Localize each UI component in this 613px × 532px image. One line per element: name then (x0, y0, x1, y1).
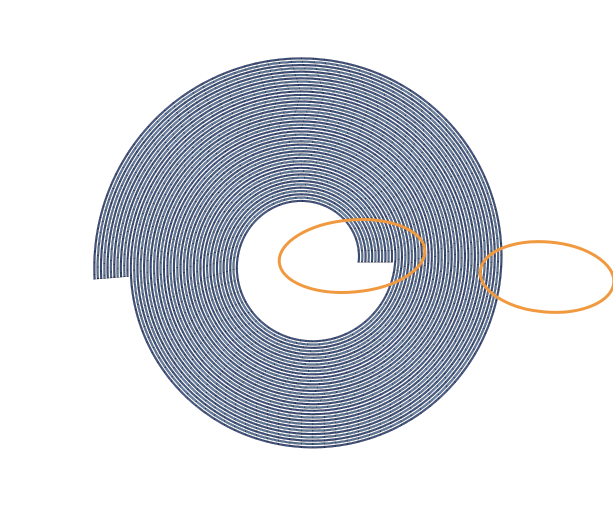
winding-layer-dark (99, 63, 497, 443)
mesh-ring-line (113, 78, 482, 428)
outer-winding-end-highlight (478, 240, 613, 314)
mesh-ring-line (94, 58, 502, 448)
layer-separator (92, 56, 504, 450)
mesh-ring-line (110, 74, 486, 431)
mesh-ring-line (97, 61, 499, 445)
layer-band (92, 56, 503, 449)
layer-separator (118, 82, 478, 424)
mesh-element-lines (96, 60, 500, 446)
winding-layer-dark (106, 70, 490, 436)
layer-band (99, 63, 497, 443)
mesh-element-lines (109, 74, 486, 432)
layer-separator (121, 86, 474, 420)
winding-layer-dark (92, 56, 503, 449)
mesh-element-lines (113, 77, 483, 429)
mesh-element-lines (119, 83, 476, 422)
layer-band (119, 83, 477, 423)
inner-winding-end-highlight (277, 218, 427, 294)
layer-separator (125, 89, 471, 417)
mesh-ring-line (120, 84, 476, 422)
layer-separator (108, 72, 488, 433)
winding-layer-dark (119, 83, 477, 423)
mesh-ring-line (107, 71, 489, 435)
spiral-mesh-layers (92, 56, 504, 450)
layer-separator (111, 76, 484, 430)
layer-separator (115, 79, 481, 427)
mesh-element-lines (126, 90, 470, 416)
layer-separator (102, 66, 494, 440)
highlight-group (277, 218, 613, 314)
mesh-element-lines (93, 57, 503, 449)
mesh-ring-line (123, 88, 472, 418)
mesh-element-lines (123, 87, 473, 419)
mesh-element-lines (99, 64, 496, 442)
mesh-ring-line (104, 68, 492, 438)
mesh-element-lines (106, 70, 490, 436)
layer-separator (95, 59, 501, 447)
mesh-ring-line (127, 91, 469, 415)
mesh-ring-line (100, 64, 496, 441)
layer-band (106, 70, 490, 436)
mesh-element-lines (116, 80, 480, 426)
mesh-element-lines (103, 67, 493, 439)
layer-separator (105, 69, 491, 437)
winding-layer-dark (112, 76, 483, 429)
layer-separator (98, 62, 498, 443)
